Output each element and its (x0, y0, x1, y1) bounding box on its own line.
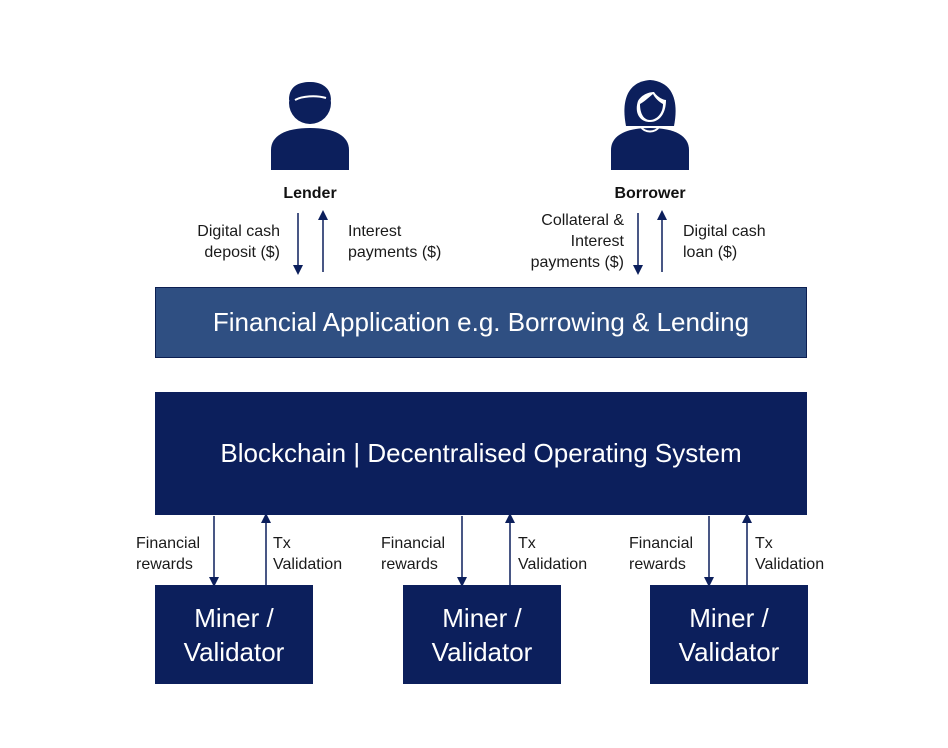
miner-3-rewards-label: Financial rewards (629, 535, 694, 573)
borrower-loan-label: Digital cash loan ($) (683, 223, 766, 261)
blockchain-label: Blockchain | Decentralised Operating Sys… (220, 438, 742, 468)
borrower-label: Borrower (614, 185, 686, 202)
miner-validator-box-3: Miner / Validator (650, 585, 808, 684)
miner-validator-box-2: Miner / Validator (403, 585, 561, 684)
miner-1-validation-label: Tx Validation (273, 535, 343, 573)
miner-validator-label: Miner / Validator (183, 602, 285, 667)
miner-3-validation-label: Tx Validation (755, 535, 825, 573)
female-user-icon (611, 80, 689, 170)
male-user-icon (271, 82, 349, 170)
miner-2-validation-label: Tx Validation (518, 535, 588, 573)
lender-deposit-label: Digital cash deposit ($) (197, 223, 280, 261)
lender-interest-label: Interest payments ($) (348, 223, 442, 261)
financial-application-layer: Financial Application e.g. Borrowing & L… (155, 287, 807, 358)
miner-validator-box-1: Miner / Validator (155, 585, 313, 684)
lender-label: Lender (283, 185, 337, 202)
miner-1-rewards-label: Financial rewards (136, 535, 201, 573)
blockchain-layer: Blockchain | Decentralised Operating Sys… (155, 392, 807, 515)
borrower-collateral-label: Collateral & Interest payments ($) (530, 212, 624, 271)
miner-validator-label: Miner / Validator (431, 602, 533, 667)
financial-application-label: Financial Application e.g. Borrowing & L… (212, 307, 750, 337)
miner-2-rewards-label: Financial rewards (381, 535, 446, 573)
miner-validator-label: Miner / Validator (678, 602, 780, 667)
